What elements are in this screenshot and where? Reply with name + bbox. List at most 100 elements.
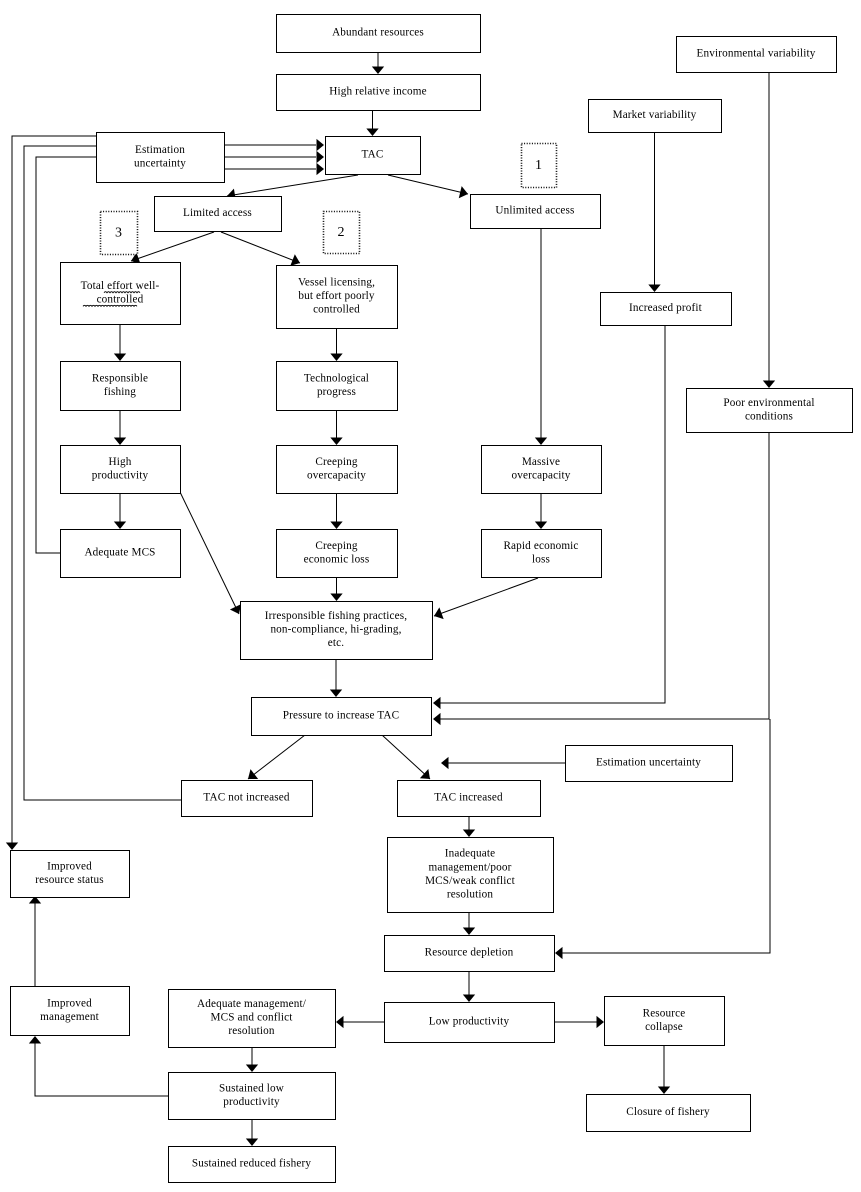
node-environmental-variability[interactable]: Environmental variability: [676, 36, 837, 73]
edge-tacnotinc-to-estunc-line: [23, 145, 181, 801]
node-box-closure-of-fishery: [586, 1094, 751, 1132]
node-box-resource-depletion: [384, 935, 555, 972]
node-box-tac-not-increased: [181, 780, 313, 817]
edge-profit-to-pressure-line: [440, 325, 666, 704]
node-tac-not-increased[interactable]: TAC not increased: [181, 780, 313, 817]
edge-lowprod-to-adequatemgmt: [336, 1015, 384, 1029]
node-label-irresponsible-fishing: Irresponsible fishing practices,: [265, 610, 407, 622]
edge-econloss-to-irresponsible: [330, 577, 343, 601]
node-label-responsible-fishing: fishing: [104, 386, 136, 398]
node-irresponsible-fishing[interactable]: Irresponsible fishing practices,non-comp…: [240, 601, 433, 660]
node-label-sustained-low-prod: Sustained low: [219, 1082, 285, 1094]
node-label-sustained-reduced-fishery: Sustained reduced fishery: [192, 1158, 312, 1170]
edge-inadequate-to-depletion: [462, 912, 476, 935]
arrowhead: [433, 712, 441, 726]
node-label-vessel-licensing: Vessel licensing,: [298, 276, 375, 288]
arrowhead: [113, 437, 127, 445]
node-resource-depletion[interactable]: Resource depletion: [384, 935, 555, 972]
edge-poorenv-to-depletion-line: [562, 719, 771, 954]
edge-creepingover-to-econloss: [330, 493, 343, 529]
edge-rapidloss-to-irresponsible-line: [433, 577, 539, 617]
node-box-irresponsible-fishing: [240, 601, 433, 660]
node-box-environmental-variability: [676, 36, 837, 73]
node-total-effort-controlled[interactable]: Total effort well-controlled: [60, 262, 181, 325]
node-abundant-resources[interactable]: Abundant resources: [276, 14, 481, 53]
node-label-inadequate-management: management/poor: [428, 861, 511, 873]
node-market-variability[interactable]: Market variability: [588, 99, 722, 133]
node-adequate-mcs[interactable]: Adequate MCS: [60, 529, 181, 578]
node-low-productivity[interactable]: Low productivity: [384, 1002, 555, 1043]
node-label-inadequate-management: Inadequate: [445, 848, 496, 860]
node-estimation-uncertainty-2[interactable]: Estimation uncertainty: [565, 745, 733, 782]
edge-sustainedlow-to-improvedmgmt: [28, 1036, 168, 1097]
node-high-relative-income[interactable]: High relative income: [276, 74, 481, 111]
node-adequate-management[interactable]: Adequate management/MCS and conflictreso…: [168, 989, 336, 1048]
edge-income-to-tac: [366, 110, 379, 136]
edge-improvedmgmt-to-improvedstatus: [28, 896, 42, 986]
node-label-creeping-overcapacity: overcapacity: [307, 469, 366, 481]
node-sustained-reduced-fishery[interactable]: Sustained reduced fishery: [168, 1146, 336, 1183]
edge-adequatemcs-to-estunc: [35, 156, 96, 554]
node-unlimited-access[interactable]: Unlimited access: [470, 194, 601, 229]
edge-pressure-to-tacnot-line: [247, 734, 306, 780]
arrowhead: [316, 138, 324, 152]
arrowhead: [366, 128, 379, 136]
node-label-resource-collapse: collapse: [645, 1021, 683, 1033]
marker-2: 2: [322, 210, 361, 255]
node-tac-increased[interactable]: TAC increased: [397, 780, 541, 817]
node-label-high-productivity: productivity: [92, 469, 149, 481]
node-vessel-licensing[interactable]: Vessel licensing,but effort poorlycontro…: [276, 265, 398, 329]
edge-irresponsible-to-pressure: [329, 659, 343, 697]
node-box-tac-increased: [397, 780, 541, 817]
edge-abundant-to-income: [371, 52, 385, 74]
node-box-adequate-mcs: [60, 529, 181, 578]
node-label-closure-of-fishery: Closure of fishery: [626, 1106, 710, 1118]
edge-profit-to-pressure: [433, 325, 666, 710]
node-label-increased-profit: Increased profit: [629, 302, 703, 314]
arrowhead: [419, 768, 430, 779]
node-label-adequate-management: resolution: [228, 1025, 275, 1037]
node-pressure-increase-tac[interactable]: Pressure to increase TAC: [251, 697, 432, 736]
node-increased-profit[interactable]: Increased profit: [600, 292, 732, 326]
node-label-resource-collapse: Resource: [643, 1007, 686, 1019]
marker-box-2: [322, 210, 361, 255]
node-limited-access[interactable]: Limited access: [154, 196, 282, 232]
node-closure-of-fishery[interactable]: Closure of fishery: [586, 1094, 751, 1132]
edge-estunc2-to-tacincreased: [441, 756, 565, 770]
node-label-unlimited-access: Unlimited access: [495, 205, 574, 217]
edge-poorenv-to-pressure-line: [440, 432, 770, 720]
node-resource-collapse[interactable]: Resource collapse: [604, 996, 725, 1046]
node-box-inadequate-management: [387, 837, 554, 913]
node-label-market-variability: Market variability: [613, 109, 697, 121]
node-label-improved-resource-status: Improved: [47, 860, 92, 872]
node-box-abundant-resources: [276, 14, 481, 53]
node-label-abundant-resources: Abundant resources: [332, 27, 424, 39]
node-box-massive-overcapacity: [481, 445, 602, 494]
arrowhead: [5, 842, 19, 850]
node-tac[interactable]: TAC: [325, 136, 421, 175]
arrowhead: [434, 607, 444, 620]
arrowhead: [433, 696, 441, 710]
arrowhead: [330, 593, 343, 601]
node-label-irresponsible-fishing: etc.: [328, 637, 344, 649]
node-label-resource-depletion: Resource depletion: [425, 947, 514, 959]
node-box-poor-env-conditions: [686, 388, 853, 433]
node-label-technological-progress: Technological: [304, 372, 369, 384]
arrowhead: [648, 284, 661, 292]
arrowhead: [329, 689, 343, 697]
